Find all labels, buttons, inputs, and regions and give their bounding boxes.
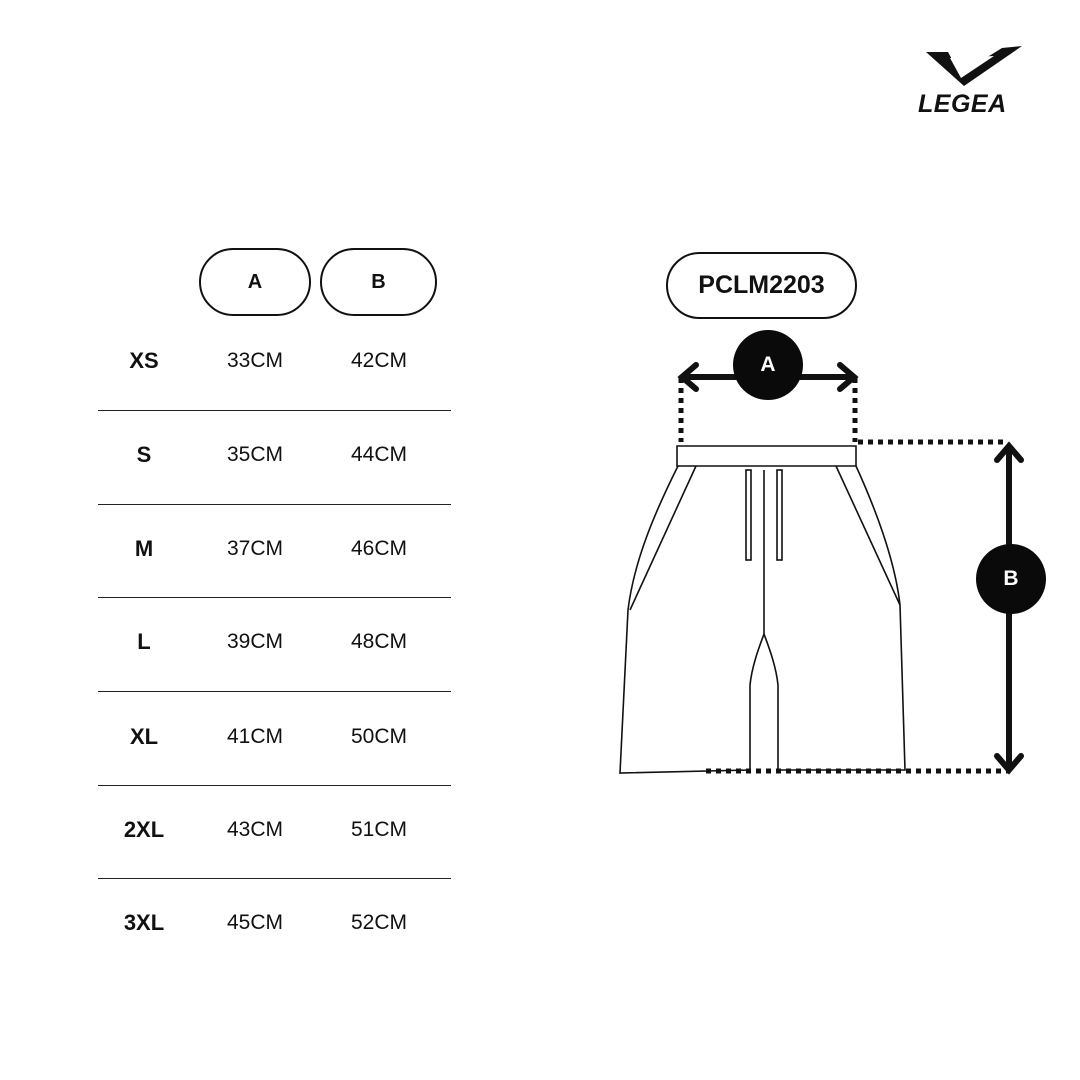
size-label: S [136, 442, 152, 467]
dimension-a-label: A [760, 353, 776, 376]
row-divider [98, 878, 451, 879]
measurement-a: 45CM [226, 911, 284, 934]
product-code: PCLM2203 [698, 271, 825, 299]
column-header-b: B [320, 248, 437, 316]
measurement-a: 41CM [226, 725, 284, 748]
measurement-b: 46CM [350, 537, 408, 560]
measurement-a: 37CM [226, 537, 284, 560]
table-row: L 39CM 48CM [98, 595, 451, 688]
row-divider [98, 785, 451, 786]
size-label: XS [129, 348, 159, 373]
size-label: 2XL [123, 817, 165, 842]
measurement-b: 51CM [350, 818, 408, 841]
measurement-b: 52CM [350, 911, 408, 934]
measurement-a: 43CM [226, 818, 284, 841]
logo-wordmark: LEGEA [918, 90, 1007, 118]
measurement-a: 39CM [226, 630, 284, 653]
dimension-b-marker: B [976, 544, 1046, 614]
column-header-a-label: A [247, 270, 263, 293]
measurement-b: 50CM [350, 725, 408, 748]
table-row: S 35CM 44CM [98, 408, 451, 501]
measurement-a: 35CM [226, 443, 284, 466]
product-code-badge: PCLM2203 [666, 252, 857, 319]
legea-swoosh-icon [926, 46, 1022, 86]
table-row: 3XL 45CM 52CM [98, 876, 451, 969]
measurement-diagram: A B [600, 320, 1060, 800]
table-row: XS 33CM 42CM [98, 314, 451, 407]
column-header-b-label: B [371, 270, 386, 293]
row-divider [98, 597, 451, 598]
size-label: XL [129, 724, 159, 749]
table-row: M 37CM 46CM [98, 502, 451, 595]
legea-logo: LEGEA [912, 44, 1032, 119]
column-header-a: A [199, 248, 311, 316]
measurement-b: 48CM [350, 630, 408, 653]
table-row: 2XL 43CM 51CM [98, 783, 451, 876]
row-divider [98, 410, 451, 411]
size-label: M [134, 536, 154, 561]
table-row: XL 41CM 50CM [98, 690, 451, 783]
measurement-b: 42CM [350, 349, 408, 372]
measurement-b: 44CM [350, 443, 408, 466]
dimension-b-label: B [1003, 567, 1019, 590]
measurement-a: 33CM [226, 349, 284, 372]
dimension-a-marker: A [733, 330, 803, 400]
size-label: L [137, 629, 151, 654]
row-divider [98, 691, 451, 692]
size-label: 3XL [123, 910, 165, 935]
row-divider [98, 504, 451, 505]
